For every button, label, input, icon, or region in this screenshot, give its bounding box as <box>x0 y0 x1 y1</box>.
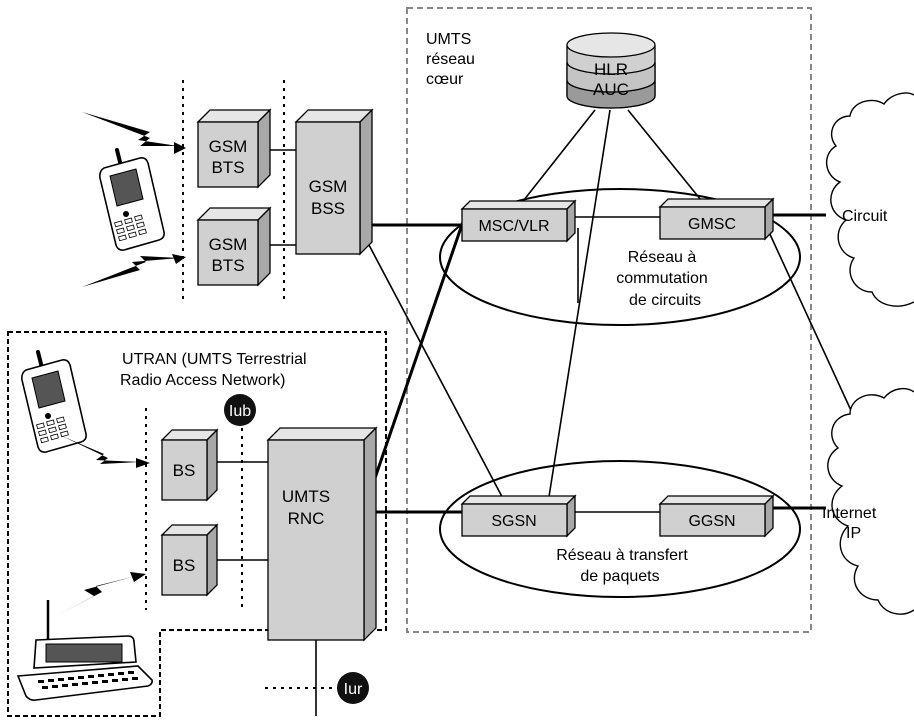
mobile-phone-icon <box>99 148 165 251</box>
core-network-title: UMTS <box>426 31 471 48</box>
gsm-bts-1-label-2: BTS <box>211 158 244 177</box>
gsm-bts-1-label: GSM <box>209 137 248 156</box>
utran-bs-1: BS <box>160 428 219 502</box>
packet-switched-network-ellipse <box>439 460 801 598</box>
circuit-network-label-1: Réseau à <box>628 249 697 266</box>
gsm-bts-1: GSM BTS <box>196 108 272 189</box>
gmsc-label: GMSC <box>688 216 736 233</box>
gsm-bts-2: GSM BTS <box>196 206 272 287</box>
gsm-bss-label: GSM <box>309 177 348 196</box>
sgsn-label: SGSN <box>491 513 536 530</box>
utran-bs-2: BS <box>160 523 219 597</box>
auc-label: AUC <box>593 80 629 99</box>
gmsc-node: GMSC <box>658 197 775 241</box>
mobile-phone-icon-utran <box>21 350 87 453</box>
sgsn-node: SGSN <box>460 494 577 538</box>
iub-label: Iub <box>229 403 251 420</box>
iub-interface-badge: Iub <box>224 394 256 426</box>
bs-2-label: BS <box>173 556 196 575</box>
core-network-boundary <box>406 7 812 633</box>
core-network-title-2: réseau <box>426 51 475 68</box>
gsm-bss: GSM BSS <box>294 108 374 256</box>
core-network-title-3: cœur <box>426 71 464 88</box>
bs-1-label: BS <box>173 461 196 480</box>
circuit-switched-network-ellipse <box>439 188 801 326</box>
utran-title: UTRAN (UMTS Terrestrial <box>122 351 307 368</box>
radio-signal-icon <box>56 112 186 616</box>
iur-interface-badge: Iur <box>337 672 369 704</box>
rnc-label: UMTS <box>282 487 330 506</box>
utran-boundary <box>7 331 387 717</box>
laptop-icon <box>16 600 153 701</box>
msc-vlr-label: MSC/VLR <box>478 218 549 235</box>
gsm-bss-label-2: BSS <box>311 199 345 218</box>
circuit-network-label-3: de circuits <box>629 292 701 309</box>
gsm-bts-2-label: GSM <box>209 235 248 254</box>
internet-ip-cloud: Internet IP <box>822 387 914 615</box>
ip-label: IP <box>846 525 861 542</box>
packet-network-label-2: de paquets <box>580 568 659 585</box>
msc-vlr-node: MSC/VLR <box>460 199 577 243</box>
hlr-label: HLR <box>594 60 628 79</box>
ggsn-label: GGSN <box>688 513 735 530</box>
circuit-label: Circuit <box>842 208 888 225</box>
circuit-network-label-2: commutation <box>616 270 708 287</box>
internet-label: Internet <box>822 505 877 522</box>
hlr-auc-database: HLR AUC <box>566 32 656 109</box>
packet-network-label-1: Réseau à transfert <box>556 547 688 564</box>
ggsn-node: GGSN <box>658 494 775 538</box>
gsm-bts-2-label-2: BTS <box>211 256 244 275</box>
core-links <box>359 109 861 514</box>
rnc-label-2: RNC <box>288 509 325 528</box>
iur-label: Iur <box>344 681 363 698</box>
utran-title-2: Radio Access Network) <box>120 372 285 389</box>
umts-rnc: UMTS RNC <box>266 426 378 642</box>
circuit-cloud: Circuit <box>826 92 914 307</box>
